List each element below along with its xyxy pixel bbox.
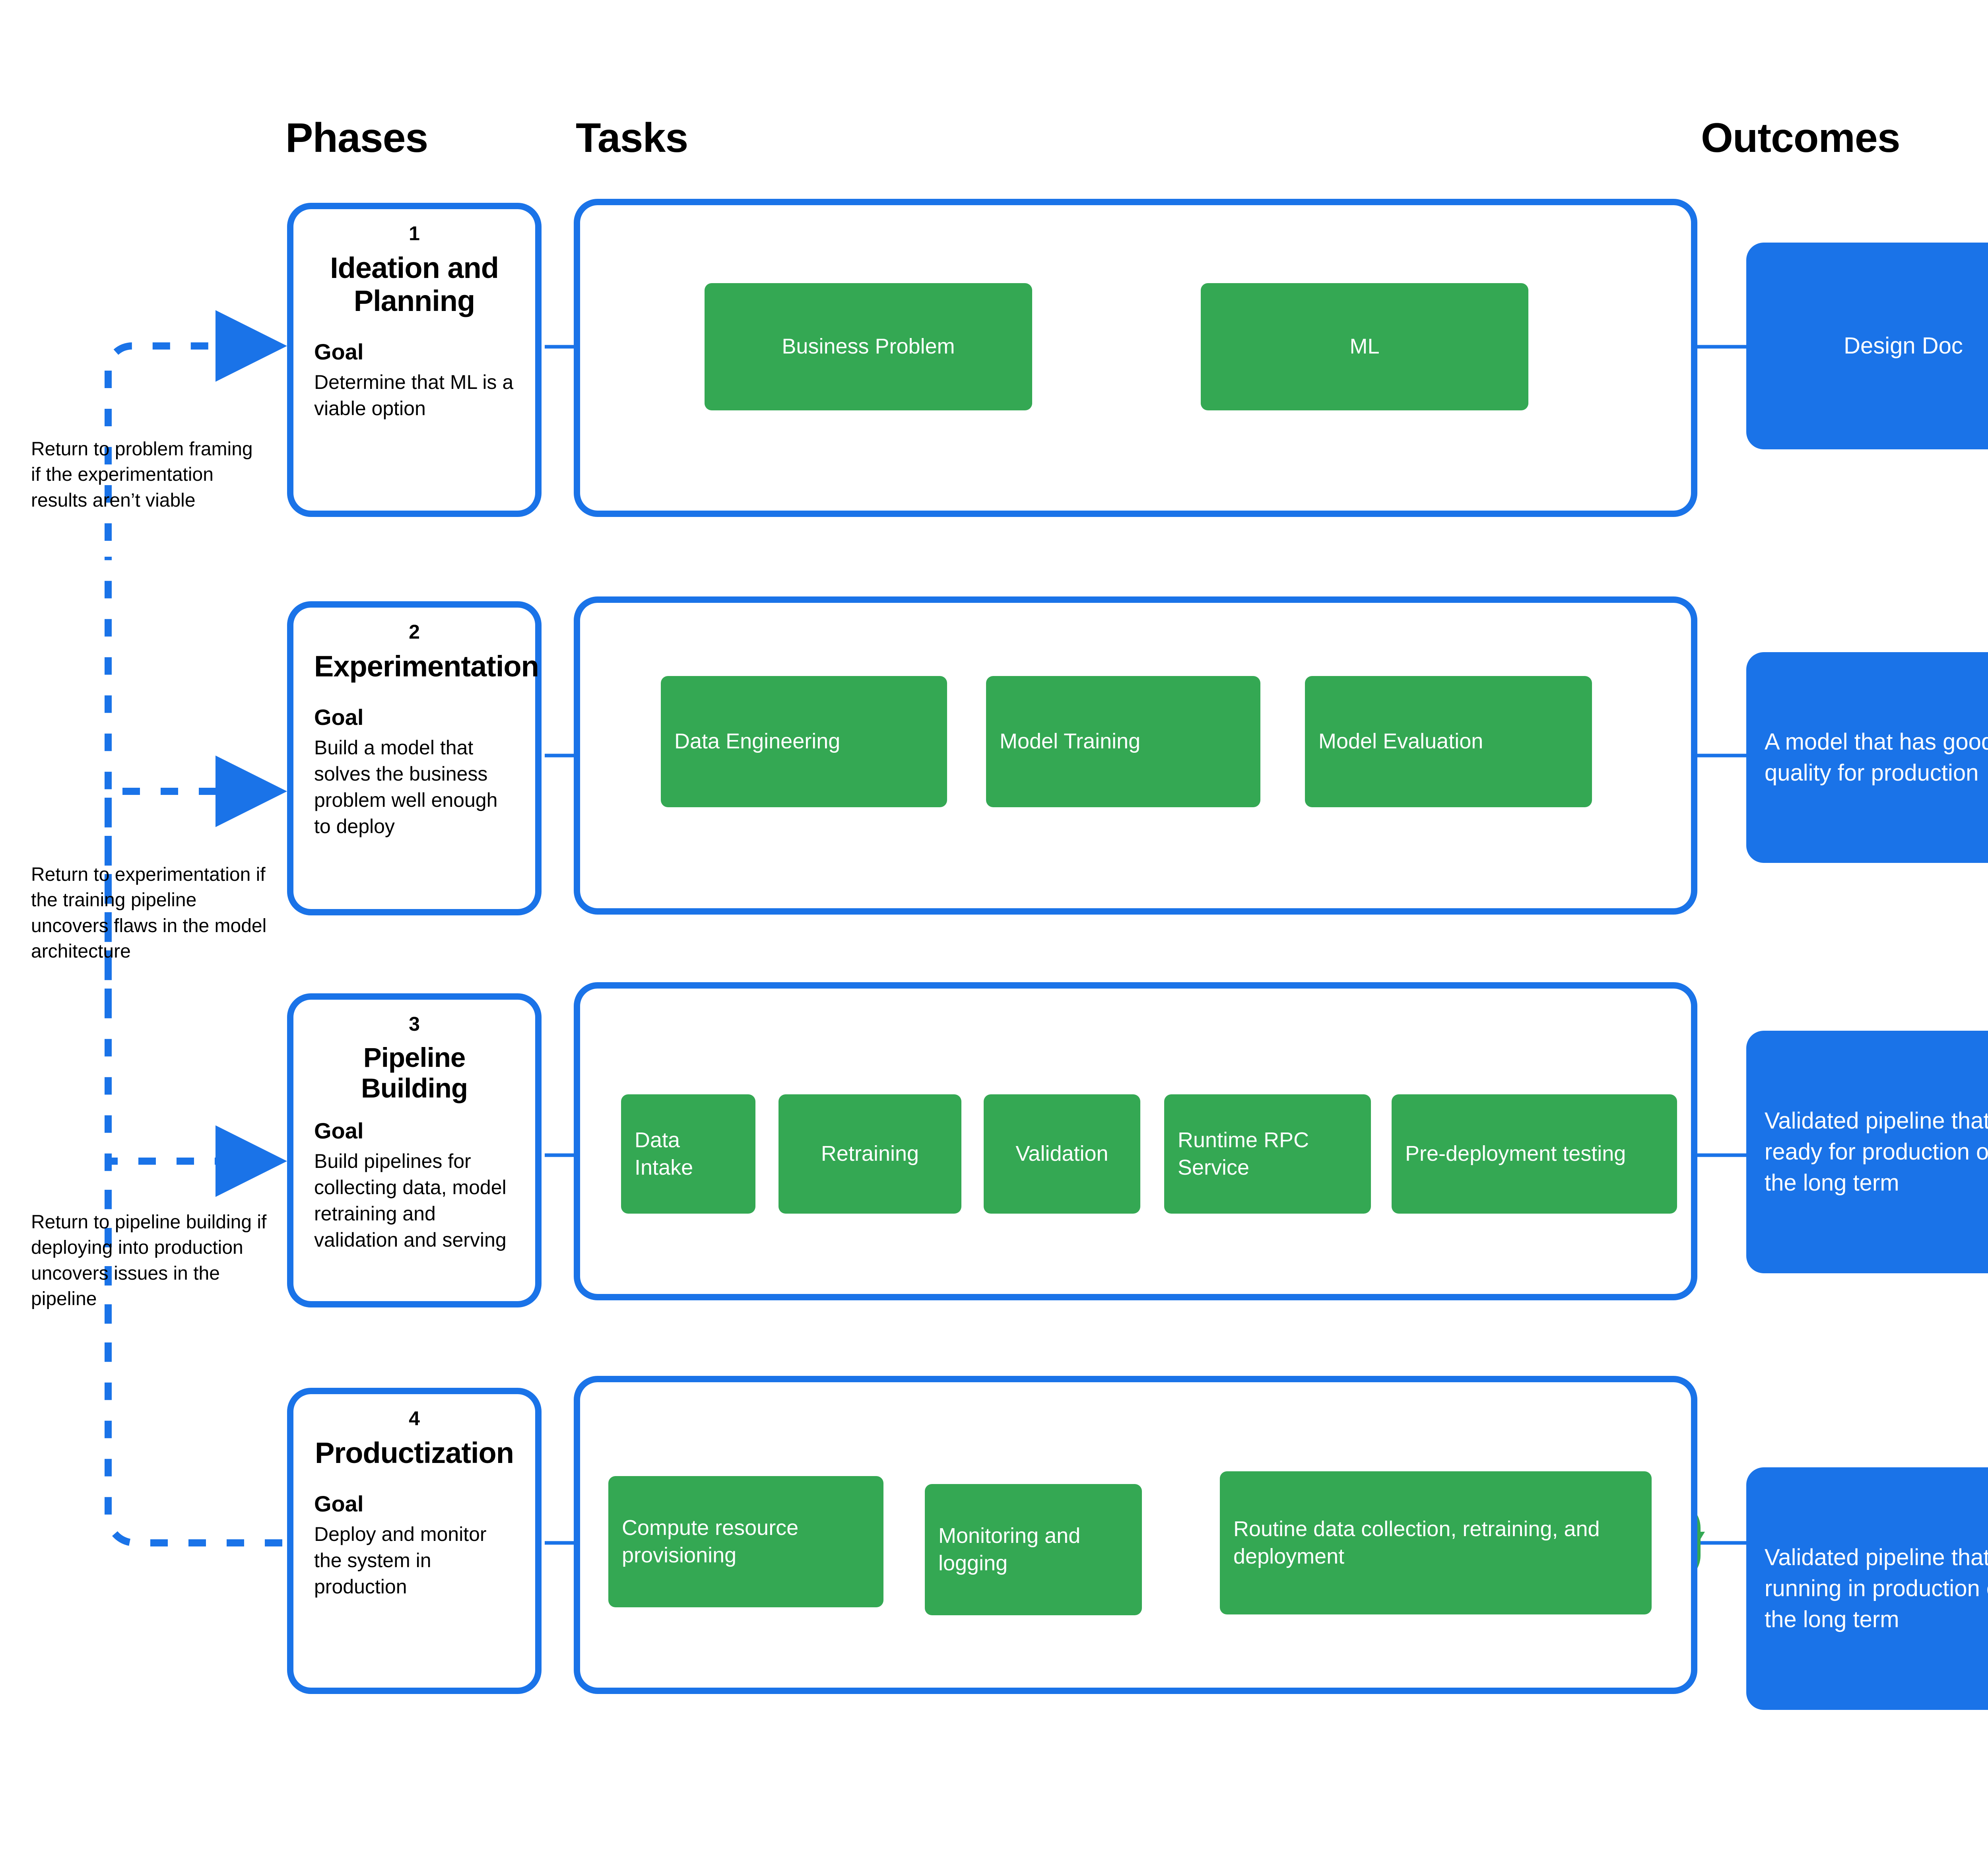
task-box-ml[interactable]: ML — [1201, 283, 1528, 410]
task-box-model-training[interactable]: Model Training — [986, 676, 1260, 807]
task-box-routine-data-collection[interactable]: Routine data collection, retraining, and… — [1220, 1471, 1652, 1614]
phase-card-1[interactable]: 1 Ideation and Planning Goal Determine t… — [287, 203, 542, 517]
goal-label-4: Goal — [314, 1491, 364, 1516]
return-note-1: Return to problem framing if the experim… — [31, 439, 253, 511]
task-box-monitoring-and-logging[interactable]: Monitoring and logging — [925, 1484, 1142, 1615]
return-note-2: Return to experimentation if the trainin… — [31, 864, 267, 962]
phase-goal-1: Goal Determine that ML is a viable optio… — [314, 338, 514, 422]
phase-number-2: 2 — [409, 621, 420, 643]
phase-to-tasks-links — [545, 345, 574, 1545]
phase-title-2: Experimentation — [314, 650, 539, 683]
phase-goal-2: Goal Build a model that solves the busin… — [314, 704, 514, 839]
task-box-validation[interactable]: Validation — [984, 1094, 1140, 1214]
phase-card-2[interactable]: 2 Experimentation Goal Build a model tha… — [287, 601, 542, 915]
phase-number-3: 3 — [409, 1013, 420, 1035]
phase-title-4: Productization — [315, 1436, 514, 1469]
outcome-box-4[interactable]: Validated pipeline that’s running in pro… — [1746, 1467, 1988, 1710]
phase-title-1: Ideation and Planning — [330, 251, 499, 317]
column-header-outcomes: Outcomes — [1701, 115, 1901, 161]
task-box-retraining[interactable]: Retraining — [779, 1094, 961, 1214]
phase-card-3[interactable]: 3 Pipeline Building Goal Build pipelines… — [287, 993, 542, 1307]
column-header-phases: Phases — [285, 115, 428, 161]
task-box-data-engineering[interactable]: Data Engineering — [661, 676, 947, 807]
outcome-box-1[interactable]: Design Doc — [1746, 243, 1988, 449]
outcome-box-2[interactable]: A model that has good quality for produc… — [1746, 652, 1988, 863]
return-note-3: Return to pipeline building if deploying… — [31, 1212, 267, 1309]
outcome-box-3[interactable]: Validated pipeline that’s ready for prod… — [1746, 1031, 1988, 1273]
phase-card-4[interactable]: 4 Productization Goal Deploy and monitor… — [287, 1388, 542, 1694]
task-box-runtime-rpc-service[interactable]: Runtime RPC Service — [1164, 1094, 1371, 1214]
goal-label-3: Goal — [314, 1118, 364, 1143]
task-box-model-evaluation[interactable]: Model Evaluation — [1305, 676, 1592, 807]
goal-text-4: Deploy and monitor the system in product… — [314, 1523, 487, 1598]
task-box-pre-deployment-testing[interactable]: Pre-deployment testing — [1392, 1094, 1677, 1214]
column-header-tasks: Tasks — [576, 115, 688, 161]
goal-label-1: Goal — [314, 339, 364, 364]
task-box-data-intake[interactable]: Data Intake — [621, 1094, 755, 1214]
task-box-business-problem[interactable]: Business Problem — [705, 283, 1032, 410]
goal-text-3: Build pipelines for collecting data, mod… — [314, 1150, 507, 1251]
goal-text-1: Determine that ML is a viable option — [314, 371, 514, 420]
phase-title-3: Pipeline Building — [361, 1042, 468, 1104]
phase-goal-4: Goal Deploy and monitor the system in pr… — [314, 1490, 514, 1600]
phase-number-1: 1 — [409, 222, 420, 245]
task-box-compute-resource-provisioning[interactable]: Compute resource provisioning — [608, 1476, 883, 1607]
phase-number-4: 4 — [409, 1407, 420, 1430]
goal-label-2: Goal — [314, 704, 364, 730]
goal-text-2: Build a model that solves the business p… — [314, 736, 498, 838]
tasks-to-outcome-links — [1695, 345, 1746, 1545]
phase-goal-3: Goal Build pipelines for collecting data… — [314, 1117, 514, 1253]
